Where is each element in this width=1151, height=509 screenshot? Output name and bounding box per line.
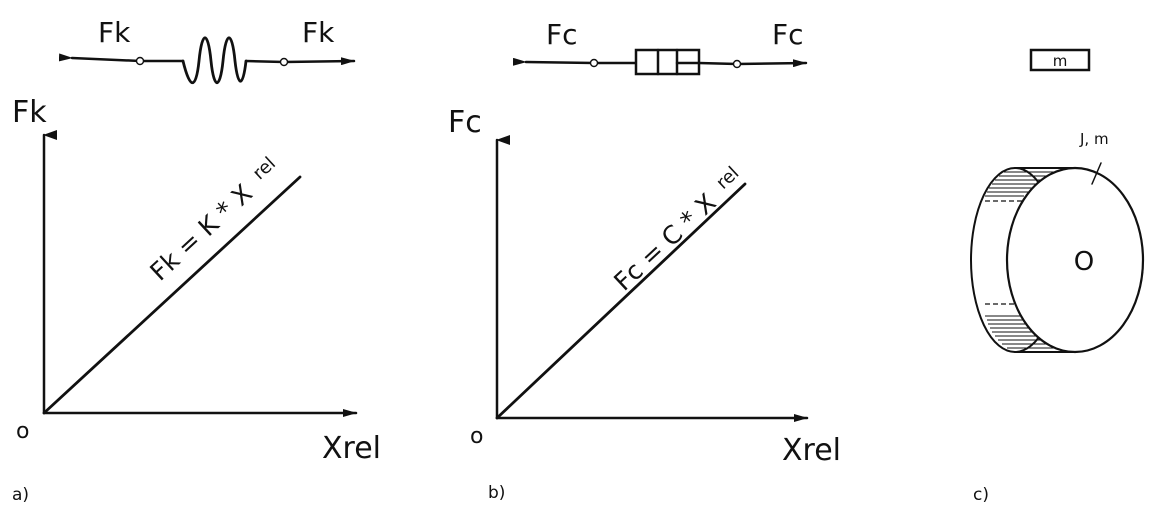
disc-hatching-top: [985, 171, 1060, 197]
panel-a-caption: a): [12, 485, 29, 505]
spring-y-axis-label: Fk: [12, 95, 47, 130]
spring-coil-icon: [181, 36, 248, 84]
spring-right-rod: [244, 59, 286, 64]
disc-front-face: [1005, 166, 1145, 354]
damper-element: Fc Fc: [512, 18, 808, 76]
damper-right-force-arrow: [735, 59, 808, 68]
spring-element: Fk Fk: [58, 16, 356, 84]
damper-y-axis-label: Fc: [448, 105, 482, 140]
panel-b-caption: b): [488, 483, 505, 503]
spring-characteristic-line: [42, 175, 302, 415]
spring-left-node: [135, 56, 145, 66]
damper-equation: Fc = C * X rel: [608, 163, 743, 297]
spring-force-left-label: Fk: [98, 16, 131, 49]
spring-origin-label: o: [16, 419, 29, 444]
spring-force-right-label: Fk: [302, 16, 335, 49]
damper-force-right-label: Fc: [772, 18, 804, 51]
spring-graph: Fk Xrel o Fk = K * X rel a): [12, 95, 381, 505]
damper-equation-main: Fc = C * X: [608, 188, 721, 296]
spring-x-axis-label: Xrel: [322, 431, 381, 466]
mass-box-frame: [1029, 48, 1091, 72]
damper-left-force-arrow: [512, 57, 596, 66]
damper-left-node: [589, 58, 599, 68]
spring-left-force-arrow: [58, 53, 142, 63]
spring-right-force-arrow: [282, 57, 356, 66]
damper-force-left-label: Fc: [546, 18, 578, 51]
disc-leader-line: [1091, 162, 1102, 185]
mass-box: m: [1029, 48, 1091, 72]
damper-right-node: [732, 59, 742, 69]
panel-b: Fc Fc Fc Xrel o Fc = C * X rel b): [448, 18, 841, 503]
disc-label: J, m: [1079, 130, 1109, 148]
rotating-disc: O J, m: [970, 130, 1145, 354]
disc-hatching-bottom: [985, 315, 1063, 349]
damper-characteristic-line: [495, 182, 747, 420]
disc-center-label: O: [1074, 247, 1094, 277]
panel-a: Fk Fk Fk Xrel o Fk = K * X rel a): [12, 16, 381, 505]
damper-origin-label: o: [470, 424, 483, 449]
panel-c-caption: c): [973, 485, 989, 505]
spring-equation: Fk = K * X rel: [144, 153, 280, 286]
spring-equation-subscript: rel: [249, 153, 280, 184]
panel-c: m: [970, 48, 1145, 505]
damper-x-axis-label: Xrel: [782, 433, 841, 468]
damper-graph: Fc Xrel o Fc = C * X rel b): [448, 105, 841, 503]
mass-box-label: m: [1053, 52, 1068, 70]
damper-right-rod: [697, 61, 739, 66]
spring-right-node: [279, 57, 289, 67]
